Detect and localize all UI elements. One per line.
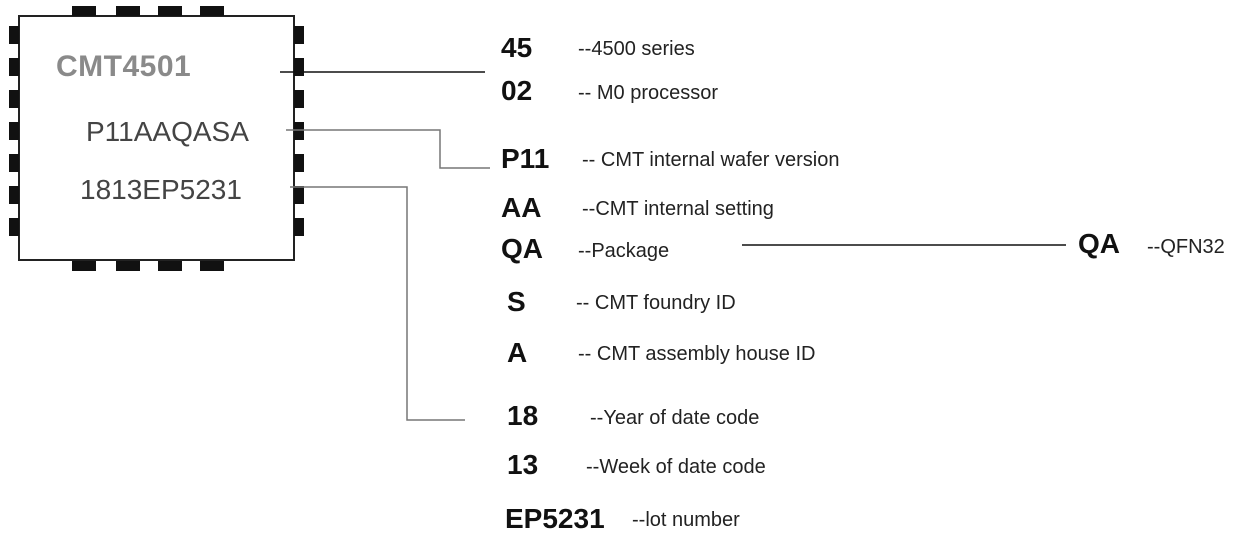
desc-lot: --lot number	[632, 509, 740, 531]
chip-pin	[294, 90, 304, 108]
desc-series: --4500 series	[578, 38, 695, 60]
chip-pin	[9, 122, 19, 140]
chip-pin	[116, 261, 140, 271]
code-package-detail: QA	[1078, 228, 1120, 259]
desc-internal-setting: --CMT internal setting	[582, 198, 774, 220]
chip-pin	[9, 154, 19, 172]
code-week: 13	[507, 449, 539, 480]
code-lot: EP5231	[505, 503, 605, 534]
chip-pin	[9, 186, 19, 204]
desc-week: --Week of date code	[586, 456, 766, 478]
chip-model-marking: CMT4501	[56, 50, 192, 83]
code-wafer-version: P11	[501, 143, 550, 174]
chip-pin	[158, 6, 182, 16]
connector-line3	[290, 186, 465, 421]
code-processor: 02	[501, 75, 533, 106]
chip-marking-line2: P11AAQASA	[86, 116, 249, 147]
connector-line2	[286, 129, 490, 169]
code-year: 18	[507, 400, 539, 431]
chip-marking-line3: 1813EP5231	[80, 174, 242, 205]
chip-pin	[294, 122, 304, 140]
code-series: 45	[501, 32, 533, 63]
desc-assembly-house: -- CMT assembly house ID	[578, 343, 816, 365]
chip-pin	[116, 6, 140, 16]
code-assembly-house: A	[507, 337, 528, 368]
chip-pin	[294, 186, 304, 204]
chip-package	[18, 15, 295, 261]
chip-pin	[72, 261, 96, 271]
chip-pin	[72, 6, 96, 16]
chip-pin	[294, 218, 304, 236]
chip-pin	[9, 58, 19, 76]
desc-year: --Year of date code	[590, 407, 760, 429]
desc-foundry: -- CMT foundry ID	[576, 292, 736, 314]
chip-pin	[158, 261, 182, 271]
chip-pin	[200, 261, 224, 271]
desc-package: --Package	[578, 240, 670, 262]
code-package: QA	[501, 233, 543, 264]
chip-pin	[294, 26, 304, 44]
desc-wafer-version: -- CMT internal wafer version	[582, 149, 840, 171]
chip-pin	[294, 154, 304, 172]
chip-pin	[9, 90, 19, 108]
code-internal-setting: AA	[501, 192, 542, 223]
chip-pin	[200, 6, 224, 16]
desc-package-detail: --QFN32	[1147, 236, 1225, 258]
chip-pin	[294, 58, 304, 76]
code-foundry: S	[507, 286, 526, 317]
chip-pin	[9, 26, 19, 44]
chip-pin	[9, 218, 19, 236]
desc-processor: -- M0 processor	[578, 82, 719, 104]
